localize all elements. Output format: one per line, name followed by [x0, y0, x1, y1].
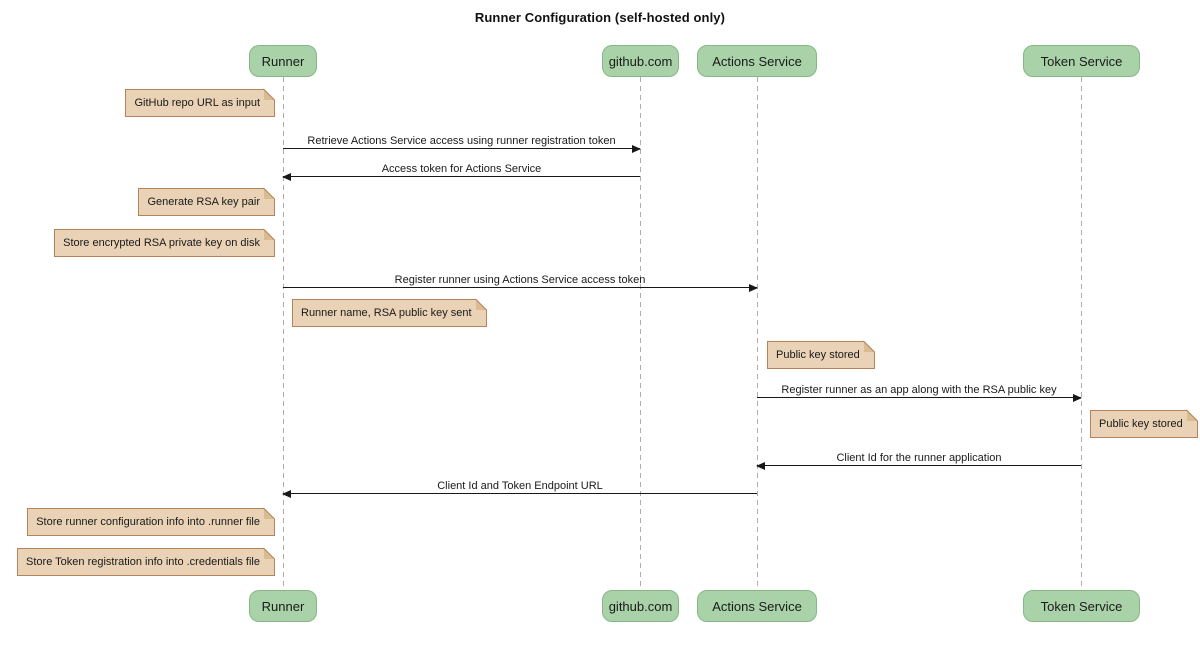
participant-actions-service-top: Actions Service — [697, 45, 817, 77]
arrowhead-right-icon — [749, 284, 758, 292]
message-line — [283, 493, 757, 494]
lifeline-runner — [283, 77, 284, 590]
message-line — [757, 465, 1081, 466]
message-label: Retrieve Actions Service access using ru… — [307, 135, 616, 147]
message-retrieve-actions-service-access: Retrieve Actions Service access using ru… — [283, 131, 641, 153]
note-store-runner-configuration: Store runner configuration info into .ru… — [27, 508, 275, 536]
note-public-key-stored-token: Public key stored — [1090, 410, 1198, 438]
message-access-token: Access token for Actions Service — [282, 159, 640, 181]
participant-token-service-bottom: Token Service — [1023, 590, 1140, 622]
lifeline-github — [640, 77, 641, 590]
message-client-id-for-runner: Client Id for the runner application — [756, 448, 1081, 470]
message-label: Register runner using Actions Service ac… — [394, 274, 646, 286]
message-register-runner: Register runner using Actions Service ac… — [283, 270, 758, 292]
arrowhead-left-icon — [756, 462, 765, 470]
participant-actions-service-bottom: Actions Service — [697, 590, 817, 622]
lifeline-token-service — [1081, 77, 1082, 590]
message-register-runner-as-app: Register runner as an app along with the… — [757, 380, 1082, 402]
lifeline-actions-service — [757, 77, 758, 590]
participant-runner-bottom: Runner — [249, 590, 317, 622]
participant-runner-top: Runner — [249, 45, 317, 77]
message-line — [757, 397, 1081, 398]
message-label: Access token for Actions Service — [381, 163, 542, 175]
message-label: Register runner as an app along with the… — [781, 384, 1057, 396]
participant-github-top: github.com — [602, 45, 679, 77]
message-line — [283, 287, 757, 288]
arrowhead-right-icon — [1073, 394, 1082, 402]
message-client-id-and-token-endpoint: Client Id and Token Endpoint URL — [282, 476, 757, 498]
participant-token-service-top: Token Service — [1023, 45, 1140, 77]
note-runner-name-rsa-public-key: Runner name, RSA public key sent — [292, 299, 487, 327]
note-generate-rsa-key-pair: Generate RSA key pair — [138, 188, 275, 216]
note-public-key-stored-actions: Public key stored — [767, 341, 875, 369]
arrowhead-right-icon — [632, 145, 641, 153]
arrowhead-left-icon — [282, 173, 291, 181]
arrowhead-left-icon — [282, 490, 291, 498]
diagram-title: Runner Configuration (self-hosted only) — [474, 10, 726, 25]
message-label: Client Id for the runner application — [836, 452, 1002, 464]
message-line — [283, 148, 640, 149]
message-label: Client Id and Token Endpoint URL — [437, 480, 603, 492]
note-github-repo-url: GitHub repo URL as input — [125, 89, 275, 117]
message-line — [283, 176, 640, 177]
note-store-encrypted-rsa-private-key: Store encrypted RSA private key on disk — [54, 229, 275, 257]
participant-github-bottom: github.com — [602, 590, 679, 622]
note-store-token-registration: Store Token registration info into .cred… — [17, 548, 275, 576]
